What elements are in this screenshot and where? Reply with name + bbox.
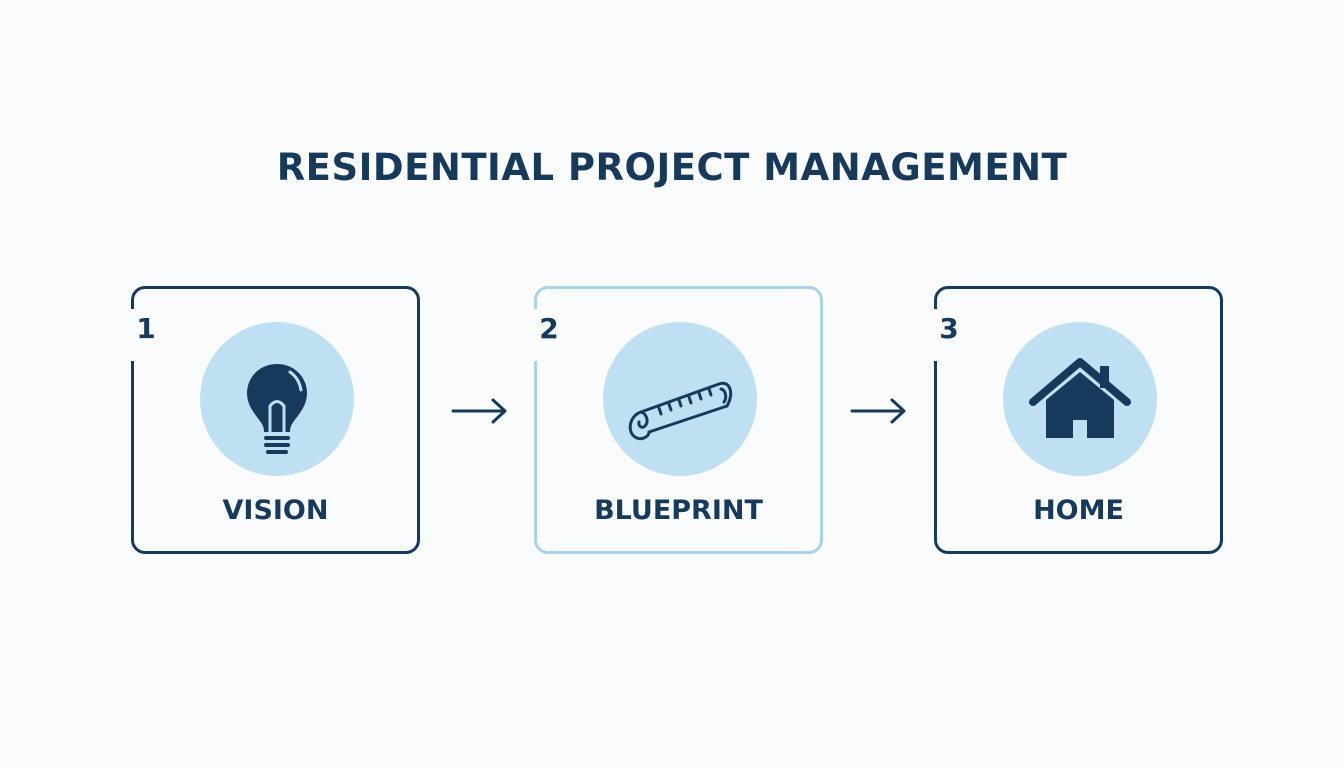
step-label: VISION bbox=[222, 495, 329, 526]
step-label: BLUEPRINT bbox=[594, 495, 763, 526]
icon-circle bbox=[603, 322, 757, 476]
diagram-title: RESIDENTIAL PROJECT MANAGEMENT bbox=[276, 146, 1068, 189]
arrow-right-icon bbox=[451, 398, 507, 424]
step-label: HOME bbox=[1033, 495, 1124, 526]
step-number: 1 bbox=[129, 309, 163, 361]
step-card-home: 3 HOME bbox=[932, 286, 1223, 554]
arrow-right-icon bbox=[850, 398, 906, 424]
step-number: 3 bbox=[932, 309, 966, 361]
step-card-vision: 1 VISION bbox=[129, 286, 420, 554]
step-card-blueprint: 2 BLUEPRINT bbox=[532, 286, 823, 554]
lightbulb-icon bbox=[247, 364, 307, 454]
icon-circle bbox=[200, 322, 354, 476]
icon-circle bbox=[1003, 322, 1157, 476]
house-icon bbox=[1029, 358, 1131, 438]
step-number: 2 bbox=[532, 309, 566, 361]
blueprint-roll-icon bbox=[628, 381, 733, 441]
